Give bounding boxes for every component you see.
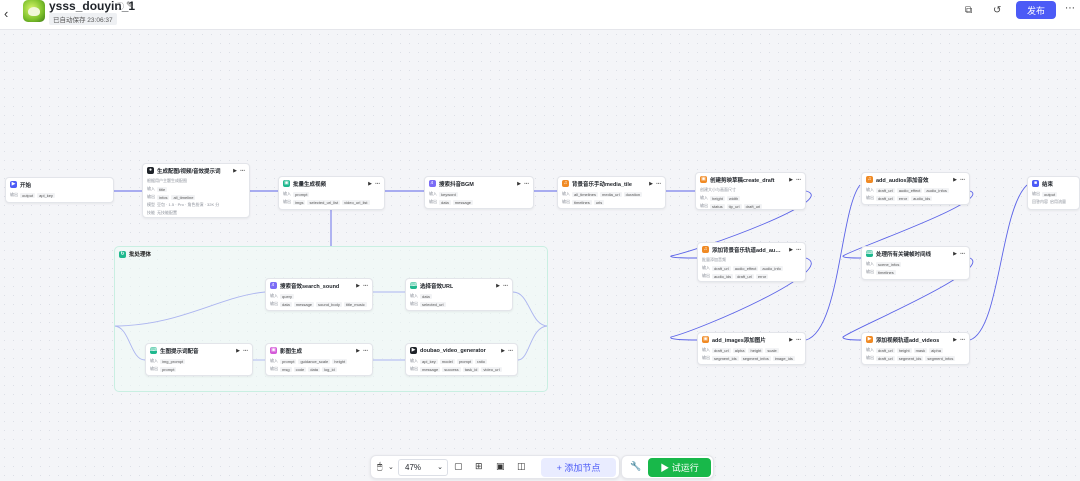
plus-icon: +	[556, 463, 565, 473]
more-icon[interactable]: ⋯	[960, 250, 965, 257]
more-icon[interactable]: ⋯	[240, 167, 245, 174]
debug-icon[interactable]: 🔧	[630, 461, 642, 471]
more-icon[interactable]: ⋯	[1065, 3, 1075, 14]
batch-icon: ▣	[283, 180, 290, 187]
run-node-icon[interactable]: ▶	[501, 347, 505, 354]
bottom-toolbar: 🖱 ⌄ 47%⌄ ▢ ⊞ ▣ ◫ + 添加节点	[370, 455, 620, 479]
more-icon[interactable]: ⋯	[508, 347, 513, 354]
play-icon: ▶	[660, 463, 672, 473]
app-title: ysss_douyin_1	[49, 0, 136, 13]
plugin-icon: ▣	[702, 336, 709, 343]
more-icon[interactable]: ⋯	[796, 246, 801, 253]
plugin-icon: ▶	[866, 336, 873, 343]
run-node-icon[interactable]: ▶	[953, 176, 957, 183]
run-node-icon[interactable]: ▶	[356, 347, 360, 354]
group-title: 批处理体	[129, 252, 152, 258]
run-node-icon[interactable]: ▶	[789, 176, 793, 183]
grid-icon[interactable]: ⊞	[475, 461, 483, 471]
more-icon[interactable]: ⋯	[960, 336, 965, 343]
run-node-icon[interactable]: ▶	[496, 282, 500, 289]
more-icon[interactable]: ⋯	[243, 347, 248, 354]
history-icon[interactable]: ↺	[993, 5, 1002, 16]
copy-icon[interactable]: ⧉	[965, 5, 973, 16]
more-icon[interactable]: ⋯	[363, 347, 368, 354]
zoom-select[interactable]: 47%⌄	[398, 459, 448, 476]
plugin-icon: ▶	[410, 347, 417, 354]
image-icon: ▣	[270, 347, 277, 354]
chevron-down-icon: ⌄	[437, 464, 443, 471]
minimap-icon[interactable]: ◫	[517, 461, 526, 471]
llm-icon: ●	[147, 167, 154, 174]
image-icon[interactable]: ▣	[496, 461, 505, 471]
plugin-icon: ♫	[866, 176, 873, 183]
edit-icon[interactable]: ✎	[126, 0, 134, 10]
run-node-icon[interactable]: ▶	[517, 180, 521, 187]
run-toolbar: 🔧 ▶ 试运行	[621, 455, 714, 479]
more-icon[interactable]: ⋯	[363, 282, 368, 289]
more-icon[interactable]: ⋯	[375, 180, 380, 187]
plugin-icon: ♫	[562, 180, 569, 187]
more-icon[interactable]: ⋯	[960, 176, 965, 183]
code-icon: ⌨	[866, 250, 874, 257]
plugin-icon: ♬	[429, 180, 436, 187]
publish-button[interactable]: 发布	[1016, 1, 1056, 19]
run-node-icon[interactable]: ▶	[233, 167, 237, 174]
run-node-icon[interactable]: ▶	[356, 282, 360, 289]
end-icon: ■	[1032, 180, 1039, 187]
more-icon[interactable]: ⋯	[656, 180, 661, 187]
chevron-down-icon[interactable]: ⌄	[388, 464, 394, 471]
loop-icon: ↻	[119, 250, 126, 258]
comment-icon[interactable]: ▢	[454, 461, 463, 471]
run-node-icon[interactable]: ▶	[953, 336, 957, 343]
run-node-icon[interactable]: ▶	[649, 180, 653, 187]
run-node-icon[interactable]: ▶	[953, 250, 957, 257]
back-icon[interactable]: ‹	[4, 6, 9, 21]
code-icon: ⌨	[150, 347, 158, 354]
top-header: ‹ ysss_douyin_1 ⓘ ✎ 已自动保存 23:06:37 ⧉ ↺ 发…	[0, 0, 1080, 30]
more-icon[interactable]: ⋯	[796, 176, 801, 183]
more-icon[interactable]: ⋯	[796, 336, 801, 343]
more-icon[interactable]: ⋯	[503, 282, 508, 289]
plugin-icon: ♬	[270, 282, 277, 289]
add-node-button[interactable]: + 添加节点	[541, 458, 616, 477]
more-icon[interactable]: ⋯	[524, 180, 529, 187]
code-icon: ⌨	[410, 282, 418, 289]
run-node-icon[interactable]: ▶	[236, 347, 240, 354]
plugin-icon: ▣	[700, 176, 707, 183]
info-icon[interactable]: ⓘ	[116, 2, 124, 11]
run-node-icon[interactable]: ▶	[789, 336, 793, 343]
run-node-icon[interactable]: ▶	[789, 246, 793, 253]
app-logo	[23, 0, 45, 22]
mouse-mode-icon[interactable]: 🖱	[377, 461, 383, 471]
autosave-badge: 已自动保存 23:06:37	[49, 13, 117, 25]
test-run-button[interactable]: ▶ 试运行	[648, 458, 711, 477]
run-node-icon[interactable]: ▶	[368, 180, 372, 187]
start-icon: ▶	[10, 181, 17, 188]
plugin-icon: ♫	[702, 246, 709, 253]
